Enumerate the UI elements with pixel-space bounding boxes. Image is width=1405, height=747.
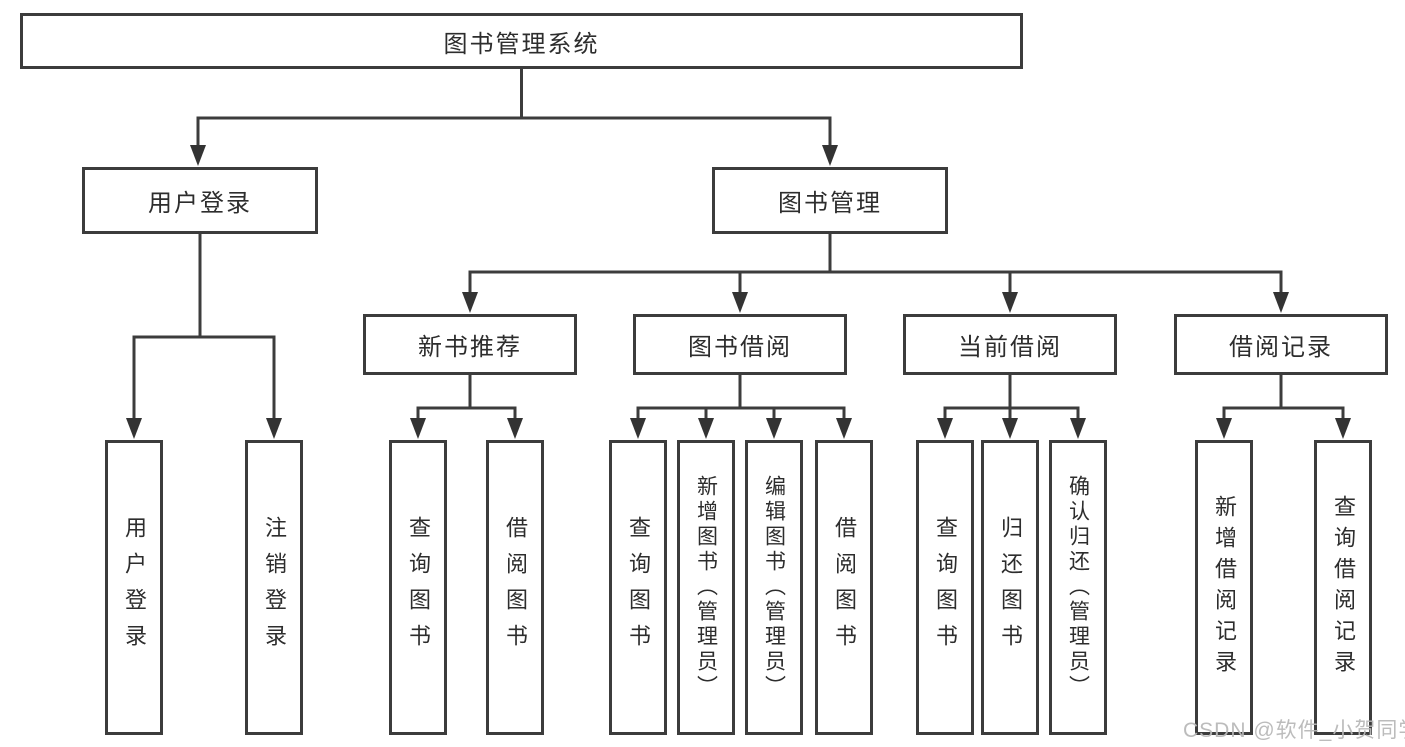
leaf-edit-book-admin: 编辑图书（管理员） xyxy=(745,440,803,735)
leaf-label: 用户登录 xyxy=(122,515,147,660)
leaf-confirm-return-admin: 确认归还（管理员） xyxy=(1049,440,1107,735)
leaf-query-borrow-record: 查询借阅记录 xyxy=(1314,440,1372,735)
leaf-label: 新增借阅记录 xyxy=(1212,494,1237,681)
leaf-label: 查询图书 xyxy=(406,515,431,660)
leaf-return-book: 归还图书 xyxy=(981,440,1039,735)
node-book-management: 图书管理 xyxy=(712,167,948,234)
node-label: 用户登录 xyxy=(148,190,252,217)
node-label: 当前借阅 xyxy=(958,334,1062,361)
leaf-add-book-admin: 新增图书（管理员） xyxy=(677,440,735,735)
leaf-label: 借阅图书 xyxy=(832,515,857,660)
leaf-query-book-borrow: 查询图书 xyxy=(609,440,667,735)
leaf-label: 查询图书 xyxy=(626,515,651,660)
leaf-label: 编辑图书（管理员） xyxy=(762,475,786,700)
csdn-watermark: CSDN @软件_小贺同学 xyxy=(1183,719,1405,742)
leaf-label: 查询图书 xyxy=(933,515,958,660)
node-user-login: 用户登录 xyxy=(82,167,318,234)
leaf-label: 注销登录 xyxy=(262,515,287,660)
node-borrow-record: 借阅记录 xyxy=(1174,314,1388,375)
leaf-label: 查询借阅记录 xyxy=(1331,494,1356,681)
node-new-book-recommend: 新书推荐 xyxy=(363,314,577,375)
leaf-user-login: 用户登录 xyxy=(105,440,163,735)
leaf-logout: 注销登录 xyxy=(245,440,303,735)
leaf-add-borrow-record: 新增借阅记录 xyxy=(1195,440,1253,735)
leaf-label: 确认归还（管理员） xyxy=(1066,475,1090,700)
node-book-borrow: 图书借阅 xyxy=(633,314,847,375)
leaf-query-book-current: 查询图书 xyxy=(916,440,974,735)
leaf-borrow-book-recommend: 借阅图书 xyxy=(486,440,544,735)
leaf-label: 新增图书（管理员） xyxy=(694,475,718,700)
node-current-borrow: 当前借阅 xyxy=(903,314,1117,375)
leaf-query-book-recommend: 查询图书 xyxy=(389,440,447,735)
leaf-borrow-book: 借阅图书 xyxy=(815,440,873,735)
node-label: 图书管理系统 xyxy=(443,30,600,58)
node-library-management-system: 图书管理系统 xyxy=(20,13,1023,69)
arrowhead-group xyxy=(126,145,1351,439)
node-label: 借阅记录 xyxy=(1229,334,1333,361)
node-label: 图书借阅 xyxy=(688,334,792,361)
leaf-label: 归还图书 xyxy=(998,515,1023,660)
leaf-label: 借阅图书 xyxy=(503,515,528,660)
node-label: 新书推荐 xyxy=(418,334,522,361)
node-label: 图书管理 xyxy=(778,190,882,217)
